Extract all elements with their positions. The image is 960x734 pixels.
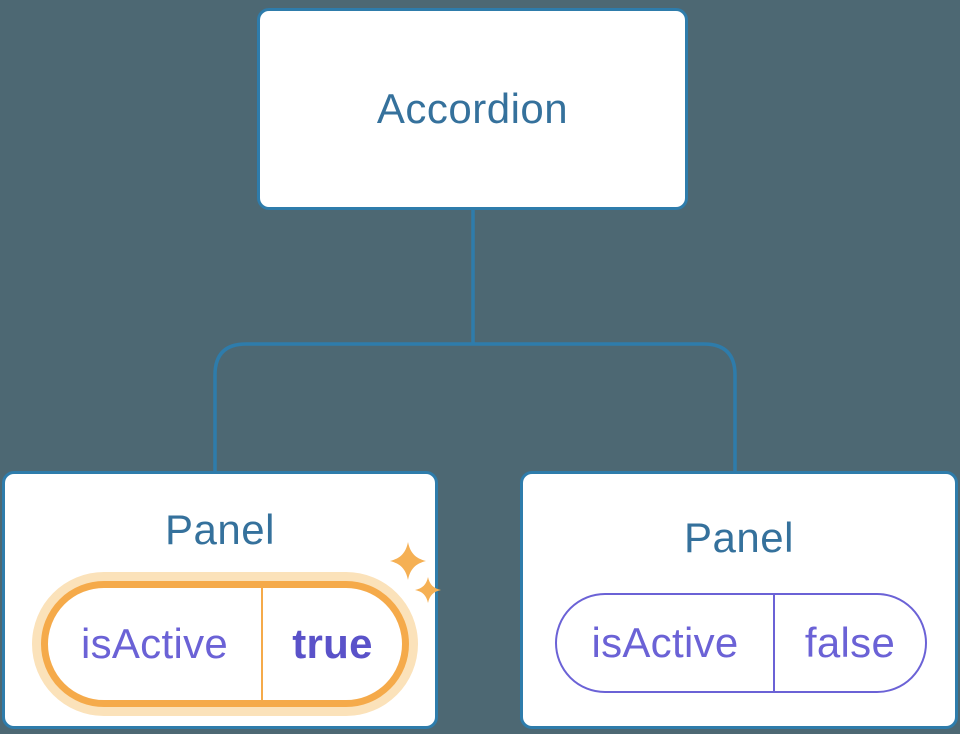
panel-node-inactive: Panel isActive false: [520, 471, 958, 729]
state-prop-name: isActive: [80, 620, 229, 667]
state-pill-active: isActive true: [41, 581, 409, 707]
accordion-node-label: Accordion: [376, 85, 569, 132]
sparkles-icon: [390, 542, 441, 603]
panel-node-label: Panel: [684, 514, 794, 561]
accordion-node: Accordion: [257, 8, 688, 210]
panel-node-label: Panel: [165, 506, 275, 553]
state-pill-inactive: isActive false: [555, 593, 927, 693]
panel-node-active: Panel isActive true: [2, 471, 438, 729]
state-prop-name: isActive: [591, 619, 739, 666]
state-prop-value: false: [773, 595, 925, 691]
state-prop-value: true: [261, 588, 402, 700]
